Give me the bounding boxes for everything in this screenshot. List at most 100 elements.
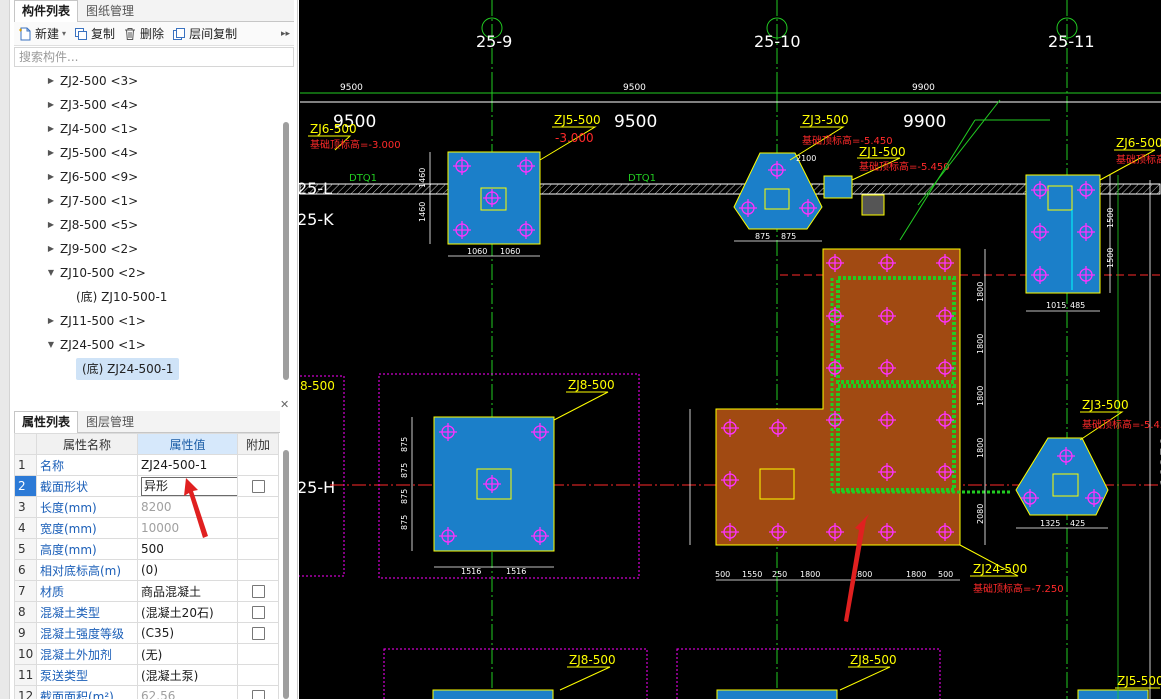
label-zj8-a: ZJ8-500 [568, 378, 615, 392]
tree-item-label: ZJ11-500 <1> [60, 314, 146, 328]
pile-marker [878, 523, 896, 541]
wall-label-dtq1-a: DTQ1 [349, 173, 377, 184]
dim-500-b: 500 [938, 570, 953, 579]
property-value[interactable]: ZJ24-500-1 [137, 454, 238, 476]
tree-item[interactable]: ▶ZJ2-500 <3> [46, 70, 138, 92]
pile-marker [878, 463, 896, 481]
new-dropdown-icon[interactable]: ▾ [62, 29, 67, 38]
dim-1500-b: 1500 [1106, 248, 1115, 268]
floor-copy-button[interactable]: 层间复制 [172, 25, 237, 42]
property-value[interactable]: (C35) [137, 622, 238, 644]
extra-checkbox[interactable] [251, 606, 265, 619]
property-value[interactable]: (混凝土泵) [137, 664, 238, 686]
col-num-header [14, 433, 37, 455]
pile-marker [799, 199, 817, 217]
property-value[interactable]: (0) [137, 559, 238, 581]
cad-canvas[interactable]: 25-9 25-10 25-11 25-L 25-K 25-H 9500 950… [299, 0, 1161, 699]
property-value[interactable]: 500 [137, 538, 238, 560]
foundation-zj5-bottom[interactable] [1077, 689, 1149, 699]
collapsed-caret-icon[interactable]: ▶ [47, 244, 55, 253]
foundation-zj3-bottom[interactable] [1015, 437, 1109, 516]
collapsed-caret-icon[interactable]: ▶ [47, 100, 55, 109]
property-extra [237, 601, 279, 623]
tree-subitem[interactable]: (底) ZJ24-500-1 [76, 358, 180, 380]
collapsed-caret-icon[interactable]: ▶ [47, 148, 55, 157]
collapsed-caret-icon[interactable]: ▶ [47, 220, 55, 229]
label-zj8-b: ZJ8-500 [569, 653, 616, 667]
property-name: 截面形状 [36, 475, 138, 497]
close-icon[interactable]: ✕ [280, 398, 290, 411]
foundation-zj1[interactable] [823, 175, 885, 216]
tree-item[interactable]: ▶ZJ6-500 <9> [46, 166, 138, 188]
tree-item[interactable]: ▶ZJ7-500 <1> [46, 190, 138, 212]
pile-marker [531, 527, 549, 545]
tree-item[interactable]: ▶ZJ5-500 <4> [46, 142, 138, 164]
tree-scrollbar[interactable] [283, 122, 289, 380]
extra-checkbox[interactable] [251, 627, 265, 640]
collapsed-caret-icon[interactable]: ▶ [47, 196, 55, 205]
property-value[interactable]: (混凝土20石) [137, 601, 238, 623]
tree-item[interactable]: ▼ZJ10-500 <2> [46, 262, 146, 284]
left-panel: 构件列表 图纸管理 新建 ▾ 复制 删除 层间复制 ▸▸ [0, 0, 298, 699]
property-extra [237, 496, 279, 518]
foundation-zj6[interactable] [1025, 174, 1101, 294]
toolbar-overflow-icon[interactable]: ▸▸ [280, 28, 290, 39]
delete-button[interactable]: 删除 [123, 25, 164, 42]
tree-item[interactable]: ▶ZJ8-500 <5> [46, 214, 138, 236]
tree-item-label: ZJ4-500 <1> [60, 122, 139, 136]
property-value[interactable]: 62.56 [137, 685, 238, 699]
property-scrollbar[interactable] [283, 450, 289, 699]
property-row-number: 12 [14, 685, 37, 699]
foundation-zj8-bottom-a[interactable] [432, 689, 554, 699]
collapsed-caret-icon[interactable]: ▶ [47, 316, 55, 325]
expanded-caret-icon[interactable]: ▼ [47, 268, 55, 277]
expanded-caret-icon[interactable]: ▼ [47, 340, 55, 349]
property-value[interactable]: 商品混凝土 [137, 580, 238, 602]
cad-drawing[interactable]: 25-9 25-10 25-11 25-L 25-K 25-H 9500 950… [299, 0, 1161, 699]
foundation-zj8-bottom-b[interactable] [716, 689, 838, 699]
dim-2080: 2080 [976, 504, 985, 524]
tree-item[interactable]: ▶ZJ9-500 <2> [46, 238, 138, 260]
tab-layer-management[interactable]: 图层管理 [86, 415, 135, 429]
tree-item[interactable]: ▶ ZJ11-500 <1> [46, 310, 146, 332]
tab-drawing-management[interactable]: 图纸管理 [86, 4, 135, 18]
property-name: 宽度(mm) [36, 517, 138, 539]
extra-checkbox[interactable] [251, 480, 265, 493]
foundation-zj24-raft[interactable] [715, 248, 1010, 546]
new-button[interactable]: 新建 ▾ [18, 25, 66, 42]
red-arrow-icon [184, 478, 208, 538]
collapsed-caret-icon[interactable]: ▶ [47, 172, 55, 181]
pile-marker [1085, 489, 1103, 507]
tab-property-list[interactable]: 属性列表 [14, 411, 79, 433]
extra-checkbox[interactable] [251, 690, 265, 699]
collapsed-caret-icon[interactable]: ▶ [47, 76, 55, 85]
dim-9900-right: 9900 [903, 112, 946, 132]
dim-1516-a: 1516 [461, 567, 481, 576]
tree-subitem[interactable]: (底) ZJ10-500-1 [76, 286, 167, 308]
tree-item[interactable]: ▼ZJ24-500 <1> [46, 334, 146, 356]
tree-item[interactable]: ▶ZJ3-500 <4> [46, 94, 138, 116]
dim-1015: 1015 [1046, 301, 1066, 310]
tab-component-list[interactable]: 构件列表 [14, 0, 79, 22]
foundation-zj3-top[interactable] [733, 152, 823, 230]
property-value[interactable]: (无) [137, 643, 238, 665]
floor-copy-icon [173, 27, 186, 40]
collapsed-caret-icon[interactable]: ▶ [47, 124, 55, 133]
component-search-input[interactable] [14, 47, 294, 67]
tree-item[interactable]: ▶ ZJ4-500 <1> [46, 118, 138, 140]
copy-button[interactable]: 复制 [74, 25, 115, 42]
component-toolbar: 新建 ▾ 复制 删除 层间复制 ▸▸ [14, 22, 294, 46]
extra-checkbox[interactable] [251, 585, 265, 598]
